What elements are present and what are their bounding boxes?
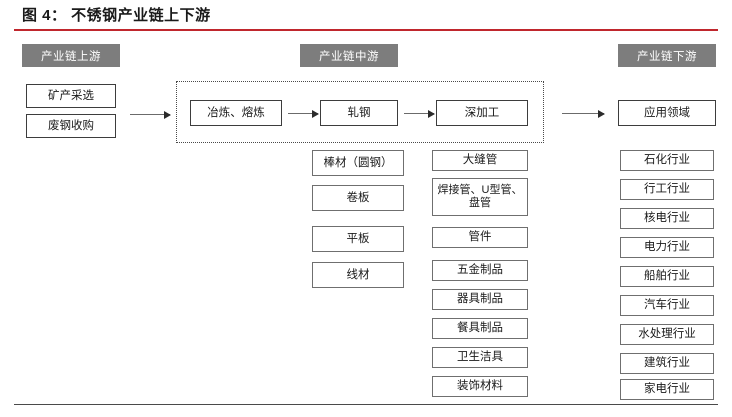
node-industry-0[interactable]: 石化行业 — [620, 150, 714, 171]
node-rolling-2[interactable]: 平板 — [312, 226, 404, 252]
arrow-midstream-to-downstream — [562, 109, 605, 118]
title-divider — [14, 29, 718, 31]
node-downstream-head[interactable]: 应用领域 — [618, 100, 716, 126]
node-industry-4[interactable]: 船舶行业 — [620, 266, 714, 287]
band-downstream: 产业链下游 — [618, 44, 716, 67]
arrow-chain-1-2 — [404, 109, 435, 118]
node-deep-7[interactable]: 装饰材料 — [432, 376, 528, 397]
node-industry-7[interactable]: 建筑行业 — [620, 353, 714, 374]
node-industry-6[interactable]: 水处理行业 — [620, 324, 714, 345]
band-midstream: 产业链中游 — [300, 44, 398, 67]
node-deep-0[interactable]: 大缝管 — [432, 150, 528, 171]
node-upstream-1[interactable]: 废钢收购 — [26, 114, 116, 138]
node-deep-2[interactable]: 管件 — [432, 227, 528, 248]
page-title: 图 4： 不锈钢产业链上下游 — [22, 7, 211, 24]
node-industry-3[interactable]: 电力行业 — [620, 237, 714, 258]
node-rolling-3[interactable]: 线材 — [312, 262, 404, 288]
node-deep-3[interactable]: 五金制品 — [432, 260, 528, 281]
node-rolling-0[interactable]: 棒材（圆钢） — [312, 150, 404, 176]
node-deep-4[interactable]: 器具制品 — [432, 289, 528, 310]
node-deep-5[interactable]: 餐具制品 — [432, 318, 528, 339]
band-upstream: 产业链上游 — [22, 44, 120, 67]
node-industry-8[interactable]: 家电行业 — [620, 379, 714, 400]
node-industry-2[interactable]: 核电行业 — [620, 208, 714, 229]
node-deep-1[interactable]: 焊接管、U型管、盘管 — [432, 178, 528, 216]
arrow-chain-0-1 — [288, 109, 319, 118]
node-deep-6[interactable]: 卫生洁具 — [432, 347, 528, 368]
node-midstream-chain-1[interactable]: 轧钢 — [320, 100, 398, 126]
arrow-upstream-to-midstream — [130, 110, 171, 119]
node-industry-1[interactable]: 行工行业 — [620, 179, 714, 200]
node-industry-5[interactable]: 汽车行业 — [620, 295, 714, 316]
node-upstream-0[interactable]: 矿产采选 — [26, 84, 116, 108]
footer-divider — [14, 404, 718, 405]
midstream-chain-group — [176, 81, 544, 143]
node-midstream-chain-2[interactable]: 深加工 — [436, 100, 528, 126]
node-rolling-1[interactable]: 卷板 — [312, 185, 404, 211]
node-midstream-chain-0[interactable]: 冶炼、熔炼 — [190, 100, 282, 126]
